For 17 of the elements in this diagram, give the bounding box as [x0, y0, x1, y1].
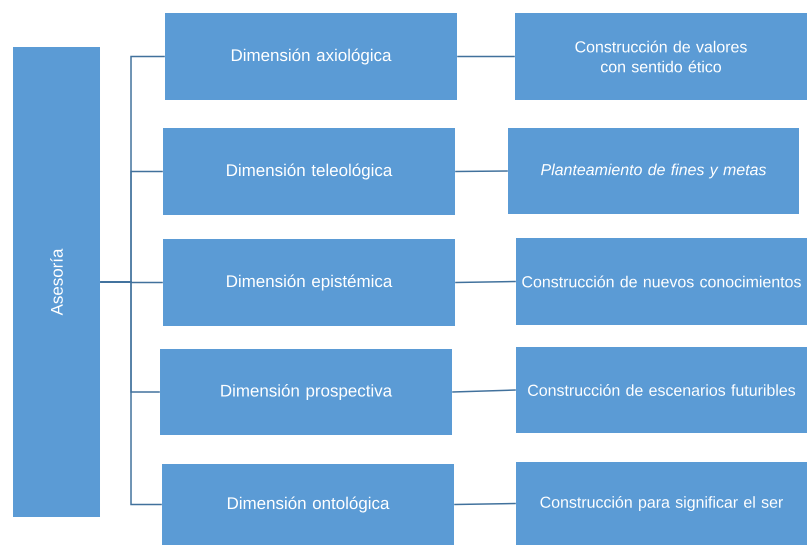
box: Construcción para significar el ser: [516, 462, 807, 545]
box: Dimensión epistémica: [163, 239, 455, 326]
box: Planteamiento de fines y metas: [508, 128, 799, 214]
connector-line: [455, 170, 508, 172]
connector-line: [452, 389, 516, 393]
box: Construcción de valores con sentido ético: [515, 13, 807, 100]
connector-line: [457, 56, 515, 58]
connector-line: [454, 502, 516, 506]
box: Dimensión prospectiva: [160, 349, 452, 435]
topic-box: Asesoría: [13, 47, 100, 517]
connector-line: [100, 281, 162, 506]
box: Dimensión ontológica: [162, 464, 454, 545]
box: Dimensión axiológica: [165, 13, 457, 100]
connector-line: [455, 280, 516, 284]
box: Construcción de nuevos conocimientos: [516, 238, 807, 325]
box: Dimensión teleológica: [163, 128, 455, 215]
box: Construcción de escenarios futuribles: [516, 347, 807, 433]
